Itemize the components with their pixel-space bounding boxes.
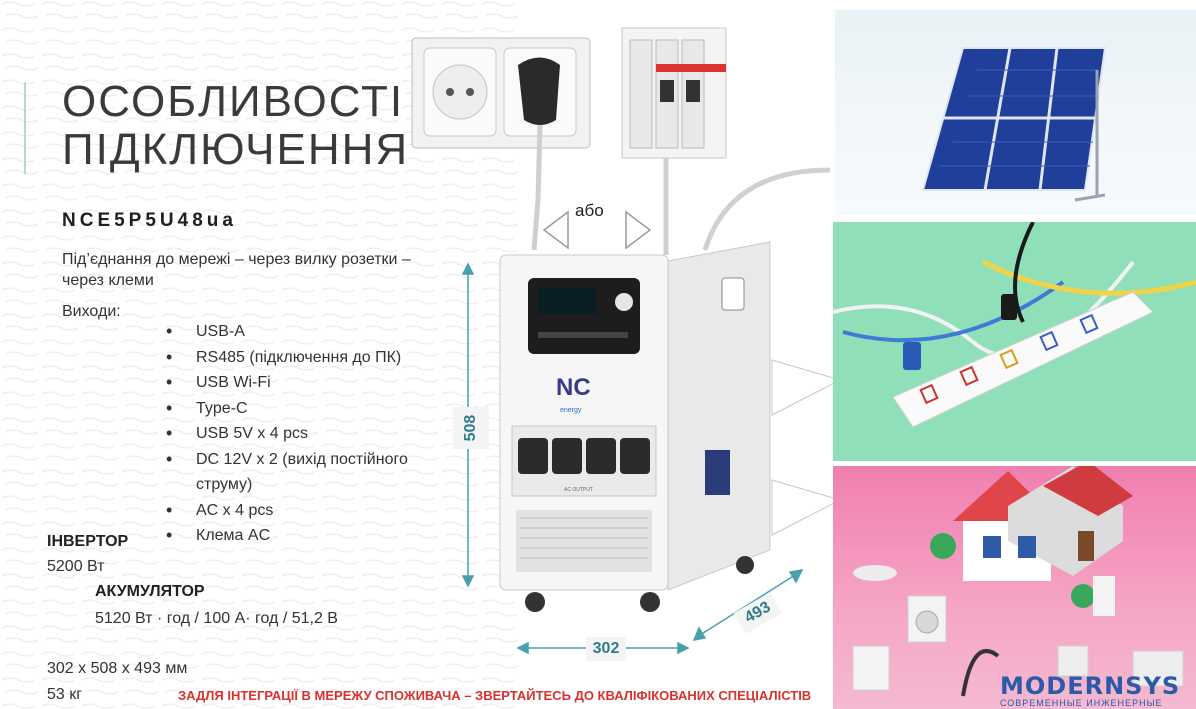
home-appliances-photo: [833, 466, 1196, 709]
outputs-list: USB-A RS485 (підключення до ПК) USB Wi-F…: [166, 319, 466, 549]
connection-note: Під’єднання до мережі – через вилку розе…: [62, 251, 411, 289]
solar-panel-photo: [835, 10, 1196, 215]
inverter-heading: ІНВЕРТОР: [47, 533, 129, 550]
company-logo: MODERNSYS СОВРЕМЕННЫЕ ИНЖЕНЕРНЫЕ СИСТЕМЫ: [1000, 672, 1196, 709]
device-brand: NC: [556, 374, 591, 401]
output-item: DC 12V x 2 (вихід постійного струму): [166, 447, 466, 498]
wall-socket-icon: [411, 37, 591, 251]
title-line-2: ПІДКЛЮЧЕННЯ: [62, 125, 410, 174]
outputs-label: Виходи:: [62, 303, 121, 320]
output-item: Type-C: [166, 396, 466, 422]
pointer-strip-icon: [771, 359, 840, 416]
battery-value: 5120 Вт · год / 100 А· год / 51,2 В: [95, 610, 338, 627]
circuit-breaker-icon: [621, 27, 727, 255]
inverter-value: 5200 Вт: [47, 558, 105, 575]
solar-panel-icon: [921, 47, 1107, 202]
device-brand-sub: energy: [560, 407, 582, 414]
power-station-icon: [499, 241, 771, 612]
device-illustration: NC energy AC OUTPUT: [411, 27, 840, 655]
dim-height: 508: [453, 407, 489, 449]
or-label: або: [575, 201, 604, 220]
output-item: AC x 4 pcs: [166, 498, 466, 524]
arrow-left-icon: [542, 210, 569, 250]
page-title: ОСОБЛИВОСТІ ПІДКЛЮЧЕННЯ: [62, 78, 409, 174]
output-item: USB 5V x 4 pcs: [166, 421, 466, 447]
ac-output-label: AC OUTPUT: [564, 487, 593, 493]
output-item: Клема AC: [166, 523, 466, 549]
arrow-right-icon: [625, 210, 652, 250]
output-item: USB-A: [166, 319, 466, 345]
power-strip-photo: [833, 222, 1196, 461]
power-strip-icon: [833, 222, 1196, 428]
house-icon: [852, 466, 1184, 697]
title-accent-line: [24, 82, 26, 174]
dim-width: 302: [586, 637, 626, 661]
dimensions: 302 x 508 x 493 мм: [47, 660, 188, 677]
logo-name: MODERNSYS: [1000, 672, 1181, 700]
battery-heading: АКУМУЛЯТОР: [95, 583, 205, 600]
model-name: NCE5P5U48ua: [62, 210, 237, 231]
output-item: RS485 (підключення до ПК): [166, 345, 466, 371]
pointer-home-icon: [771, 479, 840, 536]
title-line-1: ОСОБЛИВОСТІ: [62, 77, 405, 126]
warning-text: ЗАДЛЯ ІНТЕГРАЦІЇ В МЕРЕЖУ СПОЖИВАЧА – ЗВ…: [178, 688, 812, 703]
weight: 53 кг: [47, 686, 83, 703]
output-item: USB Wi-Fi: [166, 370, 466, 396]
